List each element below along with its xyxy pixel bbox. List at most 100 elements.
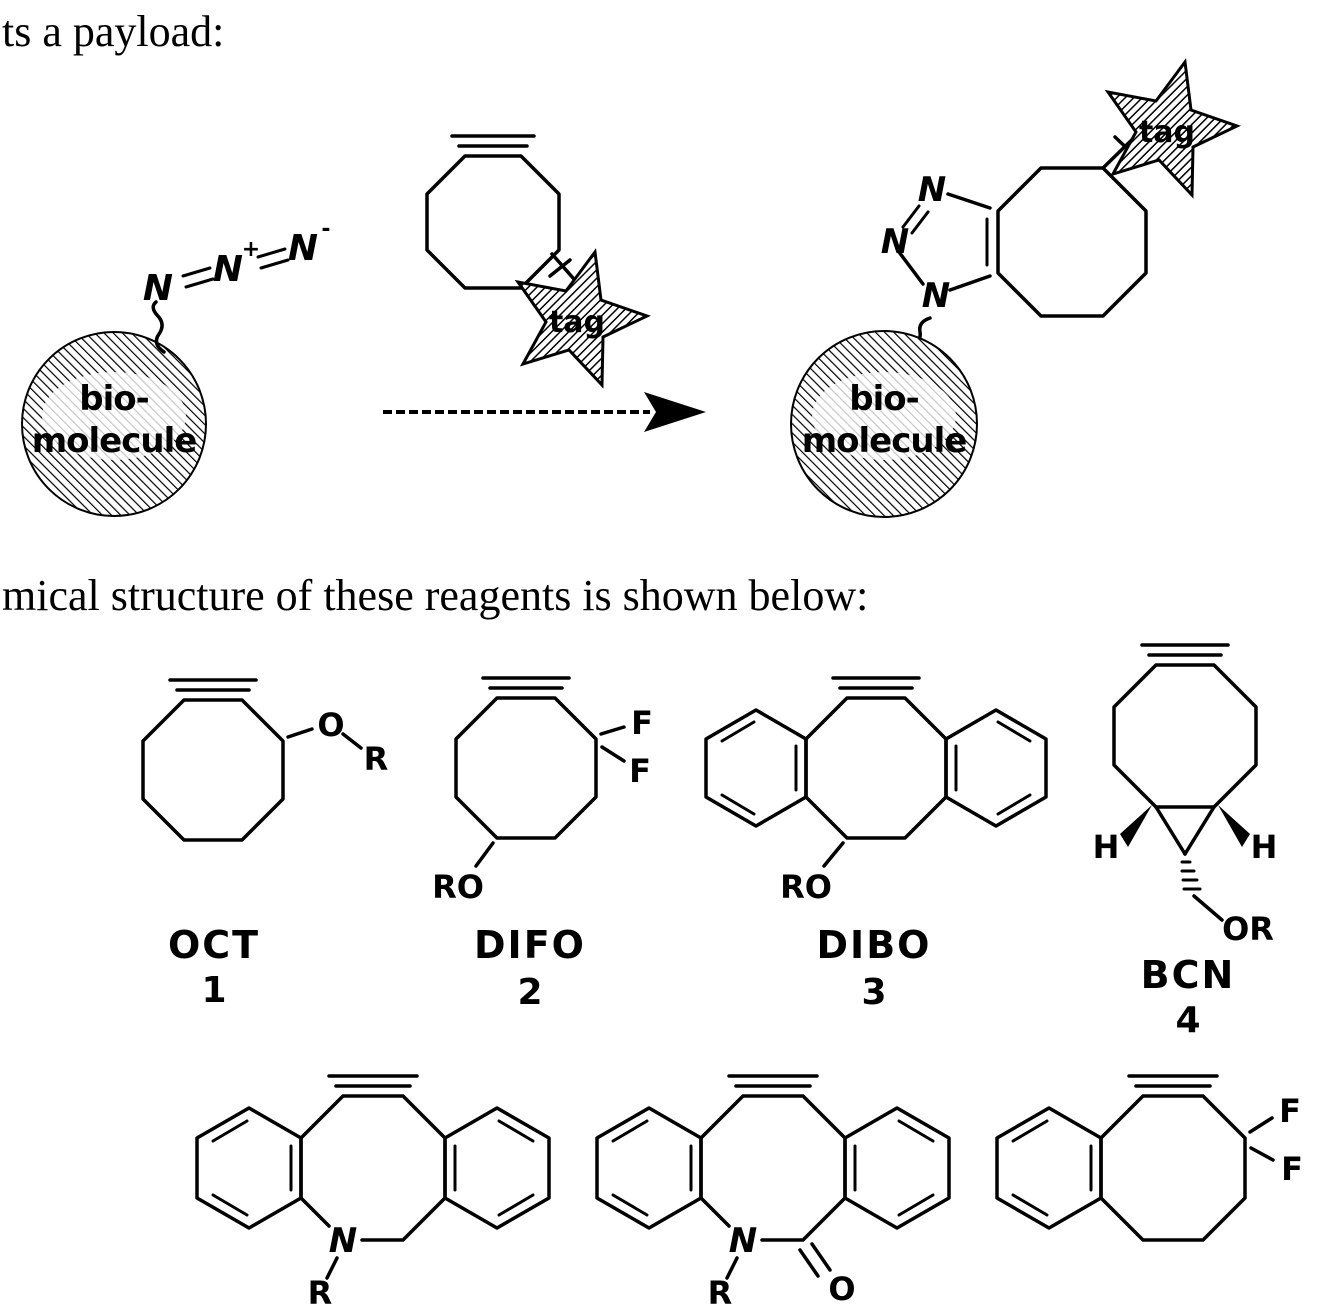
aromatic-line [211, 1193, 249, 1217]
cyclopropane-bond [1154, 805, 1187, 856]
bond [1248, 1116, 1274, 1134]
aromatic-line [211, 1119, 249, 1143]
bond [1249, 1146, 1275, 1162]
azide-n3: N [288, 228, 318, 269]
benzene-ring-left [595, 1106, 703, 1230]
azide-n1: N [143, 268, 173, 309]
bond [822, 841, 845, 868]
arrow-head [644, 392, 706, 432]
atom-h-right: H [1251, 828, 1278, 866]
cyclooctyne-ring [299, 1094, 447, 1242]
atom-n: N [729, 1221, 757, 1261]
aromatic-line [497, 1119, 535, 1143]
aromatic-line [1011, 1119, 1049, 1143]
azide-double-bond [184, 277, 215, 289]
bond [599, 725, 626, 736]
reagent-oct: O R OCT 1 [141, 678, 389, 1011]
text-line-payload: ts a payload: [2, 7, 225, 56]
structure-number: 2 [517, 972, 542, 1013]
biomolecule-label-line2: molecule [802, 421, 967, 461]
aromatic-line [996, 720, 1032, 743]
reagent-keto-aza-dibenzocyclooctyne: N R O [595, 1074, 951, 1312]
atom-ro: RO [432, 868, 484, 906]
biomolecule-label-line1: bio- [79, 379, 148, 419]
triazole-double-bond [910, 210, 930, 235]
azide-double-bond [256, 247, 287, 259]
atom-o: O [317, 706, 344, 744]
cyclooctyne-ring [699, 1094, 847, 1242]
bond [474, 841, 495, 868]
cyclooctyne-ring [1112, 663, 1258, 809]
cyclooctyne-ring [425, 154, 561, 290]
triazole-n-left: N [881, 222, 909, 262]
aromatic-line [996, 793, 1032, 816]
cyclooctyne-ring [454, 696, 598, 840]
squiggle-linker [151, 300, 166, 354]
atom-f-bottom: F [1281, 1150, 1303, 1188]
atom-f-bottom: F [629, 752, 651, 790]
benzene-ring-right [443, 1106, 551, 1230]
reagent-bcn: H H OR BCN 4 [1093, 643, 1278, 1041]
reaction-scheme: bio- molecule N N + N - [21, 58, 1241, 518]
azide-n2-charge: + [242, 237, 260, 262]
carbonyl-double-bond [810, 1242, 832, 1272]
cyclooctyne-ring [804, 696, 948, 840]
wedge-bond-left [1120, 805, 1152, 847]
aromatic-line [497, 1193, 535, 1217]
star-shape [1104, 58, 1241, 199]
triazole-n-bottom: N [922, 276, 950, 316]
azide-double-bond [181, 266, 212, 278]
biomolecule-label-line1: bio- [849, 379, 918, 419]
text-line-structures: mical structure of these reagents is sho… [2, 571, 869, 620]
atom-o: O [828, 1270, 855, 1308]
benzene-ring-right [843, 1106, 951, 1230]
structure-name: DIBO [817, 923, 932, 967]
wedge-bond-right [1218, 805, 1250, 847]
atom-f-top: F [631, 704, 653, 742]
aromatic-line [1011, 1193, 1049, 1217]
star-label: tag [1139, 115, 1195, 150]
azide-double-bond [259, 258, 290, 270]
structure-number: 1 [201, 970, 226, 1011]
atom-r: R [308, 1274, 333, 1312]
product-structure: N N N [881, 124, 1148, 350]
structure-name: OCT [168, 923, 260, 967]
structure-number: 3 [861, 972, 886, 1013]
reagent-payload-star: tag [514, 248, 651, 389]
bond [286, 727, 314, 739]
aromatic-line [611, 1119, 649, 1143]
bond [1192, 894, 1224, 922]
structure-name: BCN [1141, 953, 1236, 997]
atom-n: N [329, 1221, 357, 1261]
reagent-aza-dibenzocyclooctyne: N R [195, 1074, 551, 1312]
product-payload-star: tag [1104, 58, 1241, 199]
carbonyl-double-bond [798, 1248, 820, 1278]
reagent-difluoro-benzocyclooctyne: F F [995, 1074, 1303, 1242]
bond [600, 745, 626, 763]
atom-r: R [708, 1274, 733, 1312]
atom-f-top: F [1279, 1092, 1301, 1130]
triazole-bond [948, 274, 992, 292]
aromatic-line [897, 1119, 935, 1143]
linker-tick [548, 258, 572, 278]
triazole-n-top: N [918, 170, 946, 210]
cyclooctyne-reagent [425, 134, 582, 290]
reactant-biomolecule: bio- molecule [21, 331, 207, 517]
reagent-dibo: RO DIBO 3 [704, 676, 1048, 1013]
product-biomolecule: bio- molecule [790, 330, 978, 518]
label-halo [812, 372, 956, 460]
bond [725, 1256, 739, 1280]
cyclooctyne-ring [141, 698, 285, 842]
benzene-ring-left [704, 708, 808, 828]
cyclooctyne-ring [1099, 1094, 1247, 1242]
atom-h-left: H [1093, 828, 1120, 866]
aromatic-line [611, 1193, 649, 1217]
star-shape [514, 248, 651, 389]
benzene-ring-left [995, 1106, 1103, 1230]
triazole-bond [897, 250, 925, 286]
aromatic-line [897, 1193, 935, 1217]
atom-r: R [364, 740, 389, 778]
azide-n2: N [213, 249, 243, 290]
